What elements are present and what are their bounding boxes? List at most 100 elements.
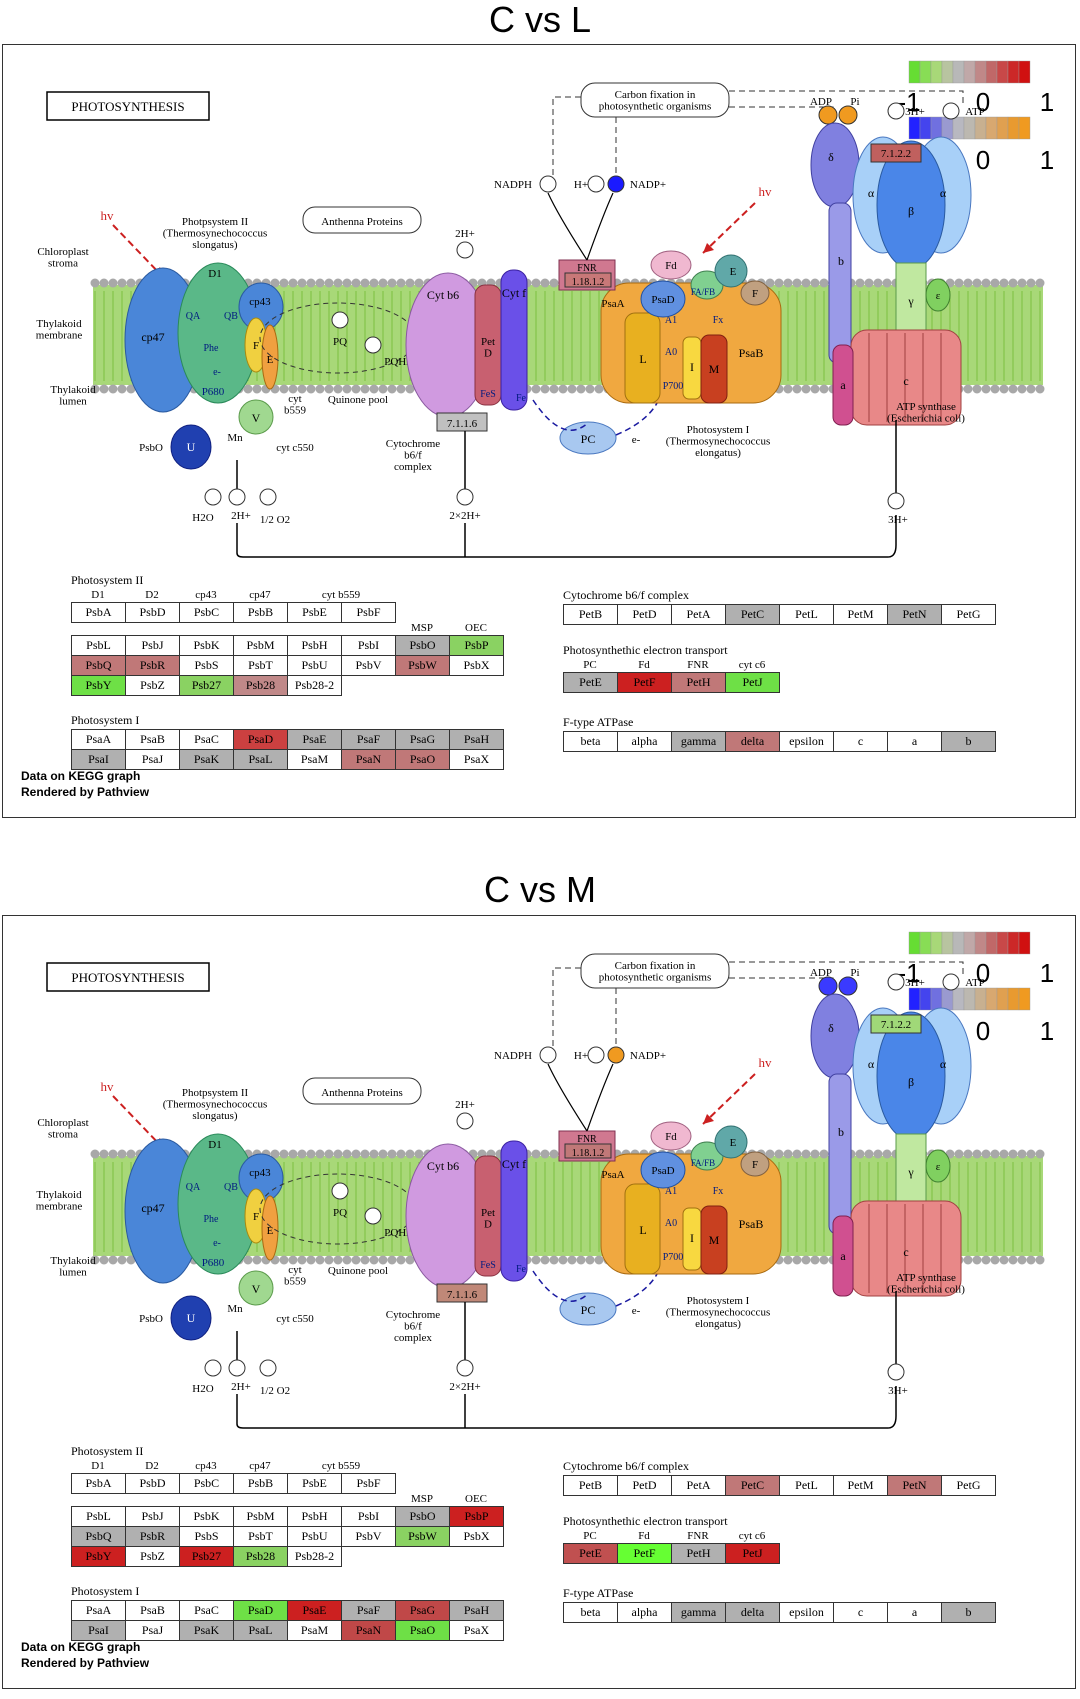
lipid-head [297, 1149, 307, 1159]
group-title: F-type ATPase [563, 1586, 634, 1600]
label-line: PsaA [601, 298, 624, 310]
pc-e-label: e- [632, 434, 641, 446]
lipid-head [378, 384, 388, 394]
fx-label: Fx [713, 315, 724, 326]
lipid-head [963, 1255, 973, 1265]
lipid-head [540, 278, 550, 288]
gene-cell: PsbL [71, 1506, 126, 1527]
h2o-node [204, 1359, 222, 1377]
nadp-node [607, 175, 625, 193]
label-line: Fx [713, 1186, 724, 1197]
lipid-head [99, 1255, 109, 1265]
f-ps1-label: F [752, 288, 758, 300]
lipid-head [972, 1255, 982, 1265]
lipid-head [270, 1149, 280, 1159]
nadph-label: NADPH [494, 1050, 532, 1062]
legend-swatch [908, 60, 921, 84]
label-line: b [838, 1125, 844, 1139]
lipid-head [117, 278, 127, 288]
pqh2-label: PQH2 [384, 356, 412, 368]
label-line: complex [394, 1332, 432, 1344]
three-h-node [887, 102, 905, 120]
legend-tick: 0 [976, 958, 990, 988]
label-line: 2H+ [455, 228, 475, 240]
lipid-head [396, 278, 406, 288]
epsilon-shape [925, 278, 951, 312]
lipid-head [1035, 384, 1045, 394]
gene-cell: PsbT [233, 655, 288, 676]
u-label: U [187, 440, 196, 454]
two-x-two-h-label: 2×2H+ [449, 510, 480, 522]
f-label: F [253, 1211, 259, 1223]
l-subunit [624, 1183, 661, 1275]
p680-label: P680 [202, 386, 225, 398]
lipid-head [243, 384, 253, 394]
pi-label: Pi [850, 96, 859, 108]
label-line: FeS [480, 1260, 496, 1271]
two-h-top-label: 2H+ [455, 1099, 475, 1111]
lipid-head [1017, 384, 1027, 394]
gene-subgroup-label: D2 [145, 1460, 159, 1472]
lipid-head [972, 1149, 982, 1159]
gene-subgroup-label: cyt b559 [321, 589, 361, 601]
gene-cell: PsbZ [125, 675, 180, 696]
ec-fnr-box [564, 1143, 612, 1159]
lipid-head [387, 278, 397, 288]
label-line: 3H+ [888, 1385, 908, 1397]
label-line: Chloroplast [37, 1117, 88, 1129]
three-h-bottom-label: 3H+ [888, 1385, 908, 1397]
label-line: U [187, 1311, 196, 1325]
lipid-head [819, 1255, 829, 1265]
lipid-head [765, 278, 775, 288]
label-line: D [484, 348, 492, 360]
label-line: Pet [481, 1207, 495, 1219]
proton-gradient-path [236, 515, 897, 558]
pc-path [532, 399, 589, 431]
lipid-head [855, 278, 865, 288]
label-line: PsbO [139, 442, 163, 454]
gene-cell: Psb28-2 [287, 1546, 342, 1567]
label-line: A1 [665, 315, 677, 326]
lipid-head [1026, 1255, 1036, 1265]
alpha-label: α [940, 186, 947, 200]
h-node [587, 1046, 605, 1064]
label-line: PsaD [651, 1165, 674, 1177]
fnr-label: FNR [577, 1134, 597, 1145]
label-line: P700 [663, 1252, 684, 1263]
label-line: hv [759, 184, 773, 199]
legend-tick: 1 [1040, 145, 1054, 175]
legend-swatch [941, 60, 954, 84]
nadp-arrow [586, 1063, 614, 1132]
label-line: 1/2 O2 [260, 514, 290, 526]
gene-cell: PsaC [179, 1600, 234, 1621]
m-subunit [700, 334, 728, 404]
legend-swatch [941, 931, 954, 955]
label-line: P680 [202, 386, 225, 398]
lipid-head [594, 384, 604, 394]
lipid-head [306, 278, 316, 288]
legend-swatch [1007, 60, 1020, 84]
label-line: QA [186, 311, 201, 322]
ec-7116-label: 7.1.1.6 [447, 1289, 478, 1301]
label-line: 2×2H+ [449, 510, 480, 522]
h-node [228, 488, 246, 506]
two-x-two-h-node [456, 1359, 474, 1377]
label-line: γ [907, 294, 914, 308]
gene-cell: PetF [617, 672, 672, 693]
gene-cell: PsaD [233, 1600, 288, 1621]
pi-node [838, 105, 858, 125]
label-line: cyt [288, 1264, 301, 1276]
label-line: 2H+ [455, 1099, 475, 1111]
three-h-bottom-label: 3H+ [888, 514, 908, 526]
label-line: α [868, 186, 875, 200]
lipid-head [378, 1149, 388, 1159]
fnr-label: FNR [577, 263, 597, 274]
nadph-node [539, 175, 557, 193]
gene-cell: gamma [671, 731, 726, 752]
legend-swatch [985, 931, 998, 955]
psad-label: PsaD [651, 1165, 674, 1177]
lipid-head [126, 1255, 136, 1265]
